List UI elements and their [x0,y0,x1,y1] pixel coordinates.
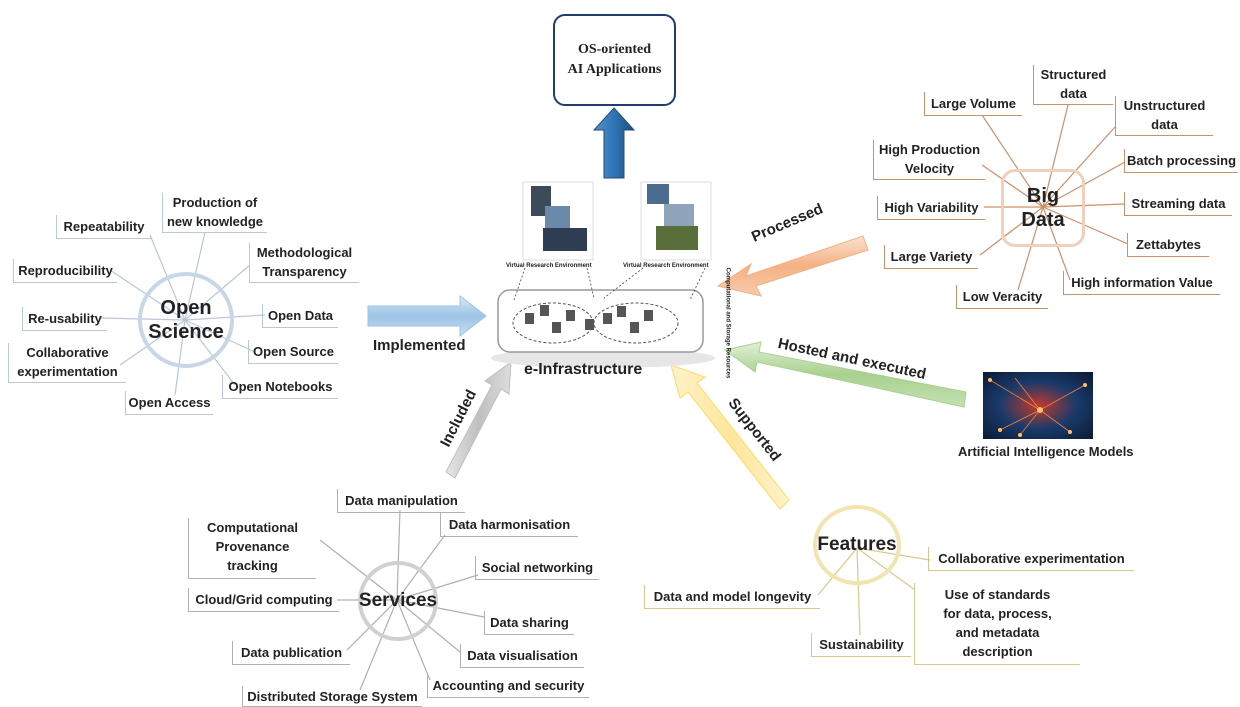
services-item: Social networking [475,556,599,580]
services-item: Data harmonisation [440,513,578,537]
features-item: Use of standards for data, process, and … [914,583,1080,665]
big-data-item: Large Volume [924,92,1022,116]
open-science-title: Open Science [148,297,224,343]
services-item: Distributed Storage System [242,686,422,707]
open-science-item: Collaborative experimentation [8,343,126,383]
open-science-item: Production of new knowledge [162,193,267,233]
e-infrastructure-label: e-Infrastructure [524,361,643,378]
features-item: Data and model longevity [644,585,820,609]
vre-left-caption: Virtual Research Environment [506,263,592,269]
big-data-item: Batch processing [1124,149,1238,173]
services-item: Data manipulation [337,489,465,513]
big-data-item: Zettabytes [1127,233,1209,257]
features-title: Features [817,533,897,555]
services-item: Computational Provenance tracking [188,518,316,579]
services-item: Data visualisation [460,644,584,668]
big-data-item: High information Value [1063,271,1220,295]
services-hub: Services [358,561,438,641]
open-science-item: Open Data [262,304,338,328]
services-item: Accounting and security [427,674,589,698]
implemented-arrow [367,294,487,338]
computational-storage-caption: Computational and Storage Resources [724,267,731,379]
services-item: Data publication [232,641,350,665]
os-oriented-ai-applications-box: OS-oriented AI Applications [553,14,676,106]
e-infrastructure-platform [491,267,715,368]
ai-model-image [983,372,1093,439]
big-data-item: High Production Velocity [873,140,985,180]
features-item: Collaborative experimentation [928,547,1134,571]
processed-arrow [716,235,869,297]
big-data-item: Low Veracity [956,285,1048,309]
open-science-hub: Open Science [138,272,234,368]
vre-right-images [640,181,712,261]
open-science-item: Re-usability [22,307,107,331]
big-data-item: Large Variety [884,245,978,269]
features-hub: Features [813,505,901,585]
open-science-item: Open Notebooks [222,375,338,399]
services-item: Cloud/Grid computing [188,588,339,612]
open-science-item: Open Access [125,391,213,415]
included-arrow [445,360,512,479]
big-data-title: Big Data [1021,185,1065,231]
implemented-arrow-label: Implemented [373,337,466,354]
big-data-item: Unstructured data [1115,96,1213,136]
up-arrow-to-applications [592,107,636,179]
services-item: Data sharing [484,611,574,635]
hosted-arrow [723,341,967,408]
big-data-item: Streaming data [1124,192,1232,216]
big-data-hub: Big Data [1001,169,1085,247]
open-science-item: Repeatability [56,215,151,239]
big-data-item: High Variability [877,196,985,220]
big-data-item: Structured data [1033,65,1113,105]
services-title: Services [358,589,438,611]
features-item: Sustainability [811,633,911,657]
vre-right-caption: Virtual Research Environment [623,263,709,269]
open-science-item: Open Source [248,340,338,364]
open-science-item: Reproducibility [13,259,117,283]
supported-arrow [670,364,790,510]
open-science-item: Methodological Transparency [249,243,359,283]
ai-models-label: Artificial Intelligence Models [958,444,1134,459]
vre-left-images [522,181,594,261]
